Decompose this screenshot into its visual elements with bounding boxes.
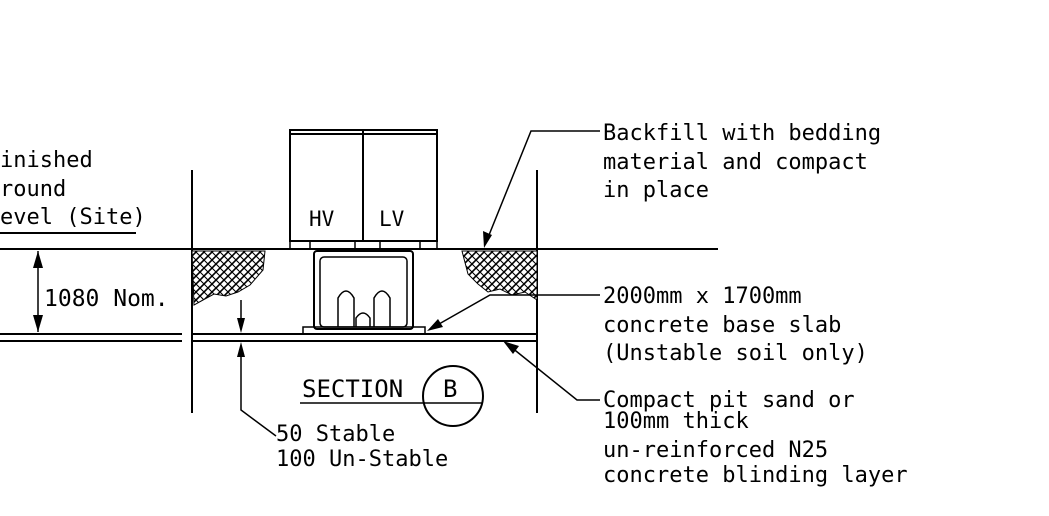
bedding-arrow-bottom [237, 342, 245, 357]
ground-label-line-1: inished [0, 148, 93, 173]
section-marker-letter: B [443, 375, 457, 403]
ground-label-line-2: round [0, 177, 66, 202]
section-marker-circle [422, 365, 484, 427]
backfill-arrowhead [483, 231, 492, 248]
bedding-leader [240, 350, 277, 437]
bedding-arrow-top [237, 318, 245, 333]
cable-loop-1 [337, 290, 355, 327]
blinding-note-line-3: un-reinforced N25 [603, 438, 828, 463]
slab-note-line-2: concrete base slab [603, 313, 841, 338]
cable-loop-2 [355, 312, 371, 327]
backfill-note-line-2: material and compact [603, 150, 868, 175]
bedding-label-line-1: 50 Stable [276, 422, 395, 447]
blinding-note-line-4: concrete blinding layer [603, 463, 908, 488]
slab-arrowhead [427, 319, 443, 331]
backfill-hatch-left [191, 250, 266, 306]
transformer-base-rail [289, 240, 438, 250]
cable-loop-3 [373, 290, 391, 327]
blinding-leader [510, 346, 600, 401]
depth-arrow-top [33, 251, 43, 268]
depth-arrow-bottom [33, 315, 43, 332]
ground-label-line-3: evel (Site) [0, 205, 146, 230]
section-label: SECTION [302, 375, 403, 403]
blinding-note-line-2: 100mm thick [603, 409, 749, 434]
backfill-leader [486, 130, 600, 241]
bedding-label-line-2: 100 Un-Stable [276, 447, 448, 472]
lv-label: LV [379, 207, 405, 231]
blinding-arrowhead [503, 341, 519, 354]
cable-pit-inner [319, 256, 408, 328]
depth-dimension-label: 1080 Nom. [44, 286, 169, 312]
slab-leader [431, 294, 600, 329]
cable-pit-outer [313, 250, 414, 330]
hv-label: HV [309, 207, 335, 231]
backfill-note-line-1: Backfill with bedding [603, 121, 881, 146]
blinding-note-line-1: Compact pit sand or [603, 388, 855, 413]
slab-note-line-3: (Unstable soil only) [603, 341, 868, 366]
backfill-note-line-3: in place [603, 178, 709, 203]
slab-note-line-1: 2000mm x 1700mm [603, 284, 802, 309]
backfill-hatch-right [461, 250, 538, 301]
concrete-base-slab [302, 326, 426, 335]
